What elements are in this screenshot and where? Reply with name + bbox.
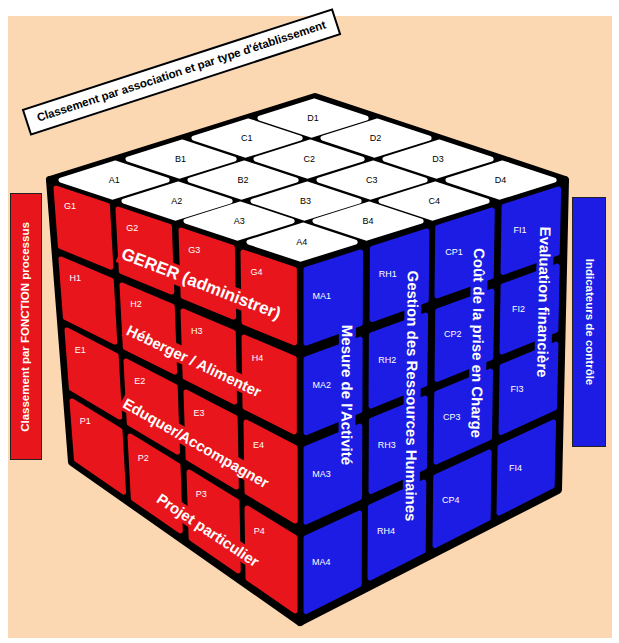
cell-label: CP4 (442, 495, 460, 504)
cell-shape (435, 452, 489, 546)
face-title: Eduquer/Accompagner (118, 393, 275, 493)
cell-label: MA1 (313, 292, 332, 301)
cell-shape (306, 513, 360, 612)
cell-outline (56, 188, 111, 267)
top-cell: D4 (448, 163, 554, 197)
cell-label: P3 (196, 490, 207, 499)
cell-label: C1 (241, 134, 253, 143)
cell-label: MA3 (312, 469, 331, 478)
cell-label: C4 (429, 196, 441, 205)
cell-label: RH3 (378, 441, 396, 450)
cell-label: D1 (307, 113, 319, 122)
cell-label: D2 (370, 134, 382, 143)
cell-label: MA4 (312, 558, 331, 567)
cell-label: G4 (250, 267, 262, 276)
cell-label: CP1 (445, 247, 463, 256)
cell-label: D3 (432, 155, 444, 164)
cell-shape (72, 401, 124, 492)
cell-label: P1 (80, 417, 91, 426)
face-title: Mesure de l'Activité (338, 322, 356, 468)
cell-label: G2 (126, 223, 138, 232)
cell-label: G3 (188, 245, 200, 254)
cell-label: C2 (304, 155, 316, 164)
cell-label: H4 (252, 354, 264, 363)
cell-label: RH1 (379, 269, 397, 278)
cell-label: CP3 (443, 413, 461, 422)
cell-label: H1 (69, 273, 81, 282)
indicator-cell: CP4 (435, 452, 489, 546)
cell-label: B4 (363, 217, 374, 226)
function-cell: G1 (56, 188, 111, 267)
cell-label: B2 (238, 175, 249, 184)
cell-label: G1 (64, 201, 76, 210)
cell-label: P2 (138, 453, 149, 462)
cell-label: MA2 (312, 380, 331, 389)
function-cell: P1 (72, 401, 124, 492)
cell-label: FI2 (512, 305, 525, 314)
face-title: Héberger / Alimenter (121, 321, 267, 402)
cell-label: FI3 (511, 384, 524, 393)
cell-label: A2 (171, 196, 182, 205)
cell-shape (56, 188, 111, 267)
cell-shape (499, 422, 554, 513)
banner-text: Classement par FONCTION processus (19, 222, 33, 432)
face-title: Projet particulier (151, 488, 265, 572)
cell-label: FI4 (509, 464, 522, 473)
banner-text: Indicateurs de contrôle (582, 259, 596, 386)
cell-label: A4 (296, 238, 307, 247)
cell-label: B1 (175, 155, 186, 164)
cell-label: D4 (495, 175, 507, 184)
indicator-cell: MA4 (306, 513, 360, 612)
cell-label: FI1 (513, 225, 526, 234)
cell-label: H2 (130, 300, 142, 309)
cell-label: A3 (234, 217, 245, 226)
cell-label: H3 (191, 327, 203, 336)
face-title: Coût de la prise en Charge (468, 245, 488, 441)
face-title: Evaluation financière (534, 223, 555, 380)
cell-label: RH4 (377, 526, 395, 535)
cell-label: E1 (75, 345, 86, 354)
cell-label: CP2 (444, 330, 462, 339)
cell-label: A1 (109, 175, 120, 184)
banner-box: Indicateurs de contrôle (572, 197, 606, 447)
cell-label: P4 (254, 526, 265, 535)
cell-outline (499, 422, 554, 513)
cell-label: C3 (366, 175, 378, 184)
cell-label: B3 (300, 196, 311, 205)
face-title: GERER (administrer) (116, 243, 286, 325)
cell-label: E3 (194, 408, 205, 417)
cell-label: E4 (253, 440, 264, 449)
face-title: Gestion des Ressources Humaines (403, 268, 423, 525)
banner-box: Classement par FONCTION processus (10, 193, 42, 460)
cell-label: E2 (134, 377, 145, 386)
cell-label: RH2 (378, 355, 396, 364)
indicator-cell: FI4 (499, 422, 554, 513)
cell-shape (448, 163, 554, 197)
cell-outline (72, 401, 124, 492)
